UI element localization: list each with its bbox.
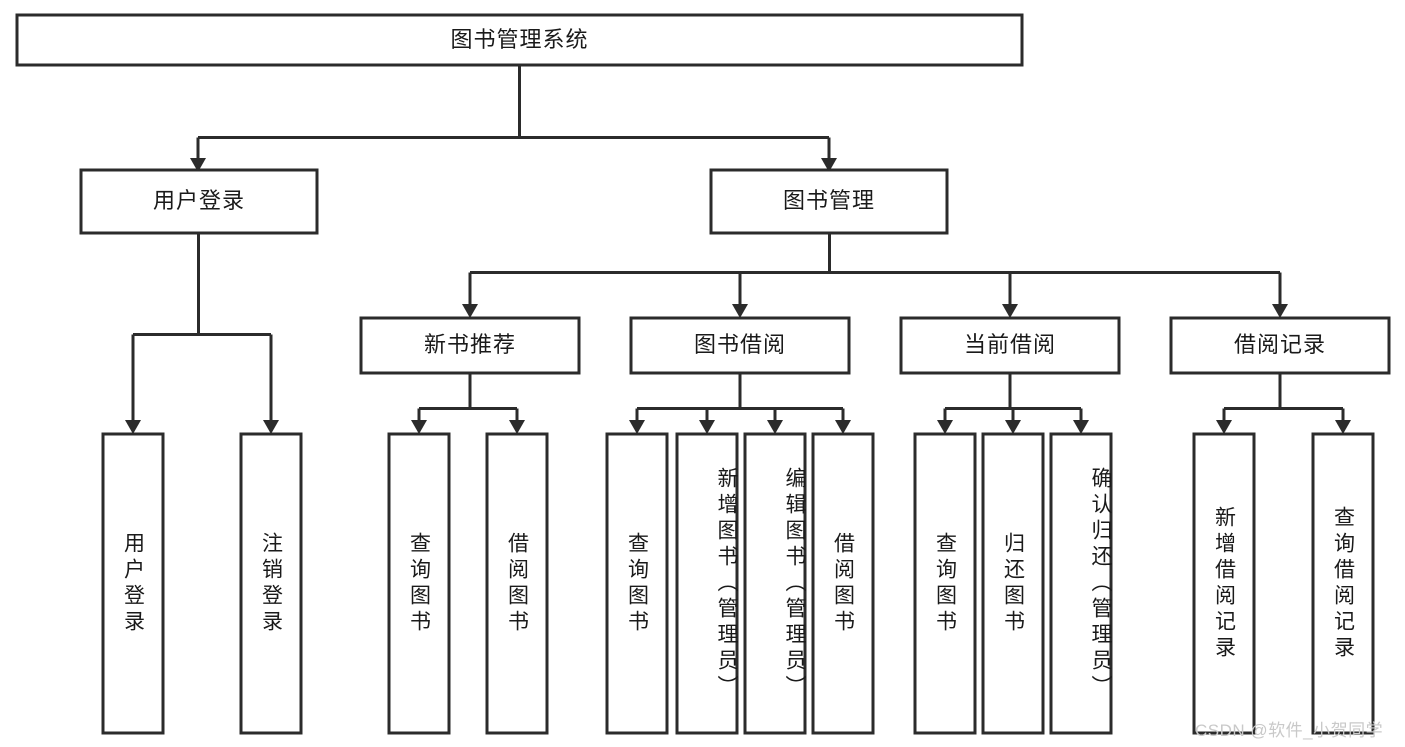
- node-box-root[interactable]: [15, 13, 1024, 67]
- connector-lines-group: [125, 65, 1351, 434]
- node-box-book-management[interactable]: [709, 168, 949, 235]
- leaf-box-borrow-book-2[interactable]: [811, 432, 875, 735]
- arrow-to-book-borrow: [732, 304, 748, 318]
- leaf-box-query-borrow-record[interactable]: [1311, 432, 1375, 735]
- arrow-to-borrow-record: [1272, 304, 1288, 318]
- arrow-to-book-management: [821, 158, 837, 172]
- arrow-to-user-login: [190, 158, 206, 172]
- link-newbook-to-bus: [417, 373, 519, 422]
- leaf-box-add-book-admin[interactable]: [675, 432, 739, 735]
- link-borrowrecord-to-bus: [1222, 373, 1345, 422]
- node-box-user-login[interactable]: [79, 168, 319, 235]
- leaf-box-query-book-3[interactable]: [913, 432, 977, 735]
- node-box-current-borrow[interactable]: [899, 316, 1121, 375]
- node-box-new-book-recommend[interactable]: [359, 316, 581, 375]
- leaf-box-add-borrow-record[interactable]: [1192, 432, 1256, 735]
- arrow-to-leaf-query-record: [1335, 420, 1351, 434]
- leaf-box-confirm-return-admin[interactable]: [1049, 432, 1113, 735]
- leaf-box-borrow-book-1[interactable]: [485, 432, 549, 735]
- leaf-box-query-book-1[interactable]: [387, 432, 451, 735]
- link-bookmgmt-to-bus: [468, 233, 1282, 306]
- arrow-to-leaf-borrow-book-1: [509, 420, 525, 434]
- arrow-to-leaf-edit-book: [767, 420, 783, 434]
- arrow-to-leaf-add-record: [1216, 420, 1232, 434]
- node-boxes-group: [15, 13, 1391, 735]
- node-box-borrow-record[interactable]: [1169, 316, 1391, 375]
- arrow-to-leaf-user-login: [125, 420, 141, 434]
- link-userlogin-to-bus: [131, 233, 273, 422]
- arrow-to-leaf-borrow-book-2: [835, 420, 851, 434]
- link-bookborrow-to-bus: [635, 373, 845, 422]
- arrow-to-leaf-logout: [263, 420, 279, 434]
- arrow-to-current-borrow: [1002, 304, 1018, 318]
- link-root-to-bus: [196, 65, 831, 158]
- arrow-to-leaf-query-book-2: [629, 420, 645, 434]
- node-box-book-borrow[interactable]: [629, 316, 851, 375]
- leaf-box-logout[interactable]: [239, 432, 303, 735]
- leaf-box-user-login[interactable]: [101, 432, 165, 735]
- leaf-box-query-book-2[interactable]: [605, 432, 669, 735]
- link-currentborrow-to-bus: [943, 373, 1083, 422]
- arrow-to-leaf-add-book: [699, 420, 715, 434]
- arrow-to-new-book-rec: [462, 304, 478, 318]
- arrow-to-leaf-confirm-return: [1073, 420, 1089, 434]
- arrow-to-leaf-query-book-3: [937, 420, 953, 434]
- leaf-box-edit-book-admin[interactable]: [743, 432, 807, 735]
- watermark-text: CSDN @软件_小贺同学: [1195, 721, 1384, 740]
- arrow-to-leaf-query-book-1: [411, 420, 427, 434]
- arrow-to-leaf-return-book: [1005, 420, 1021, 434]
- leaf-box-return-book[interactable]: [981, 432, 1045, 735]
